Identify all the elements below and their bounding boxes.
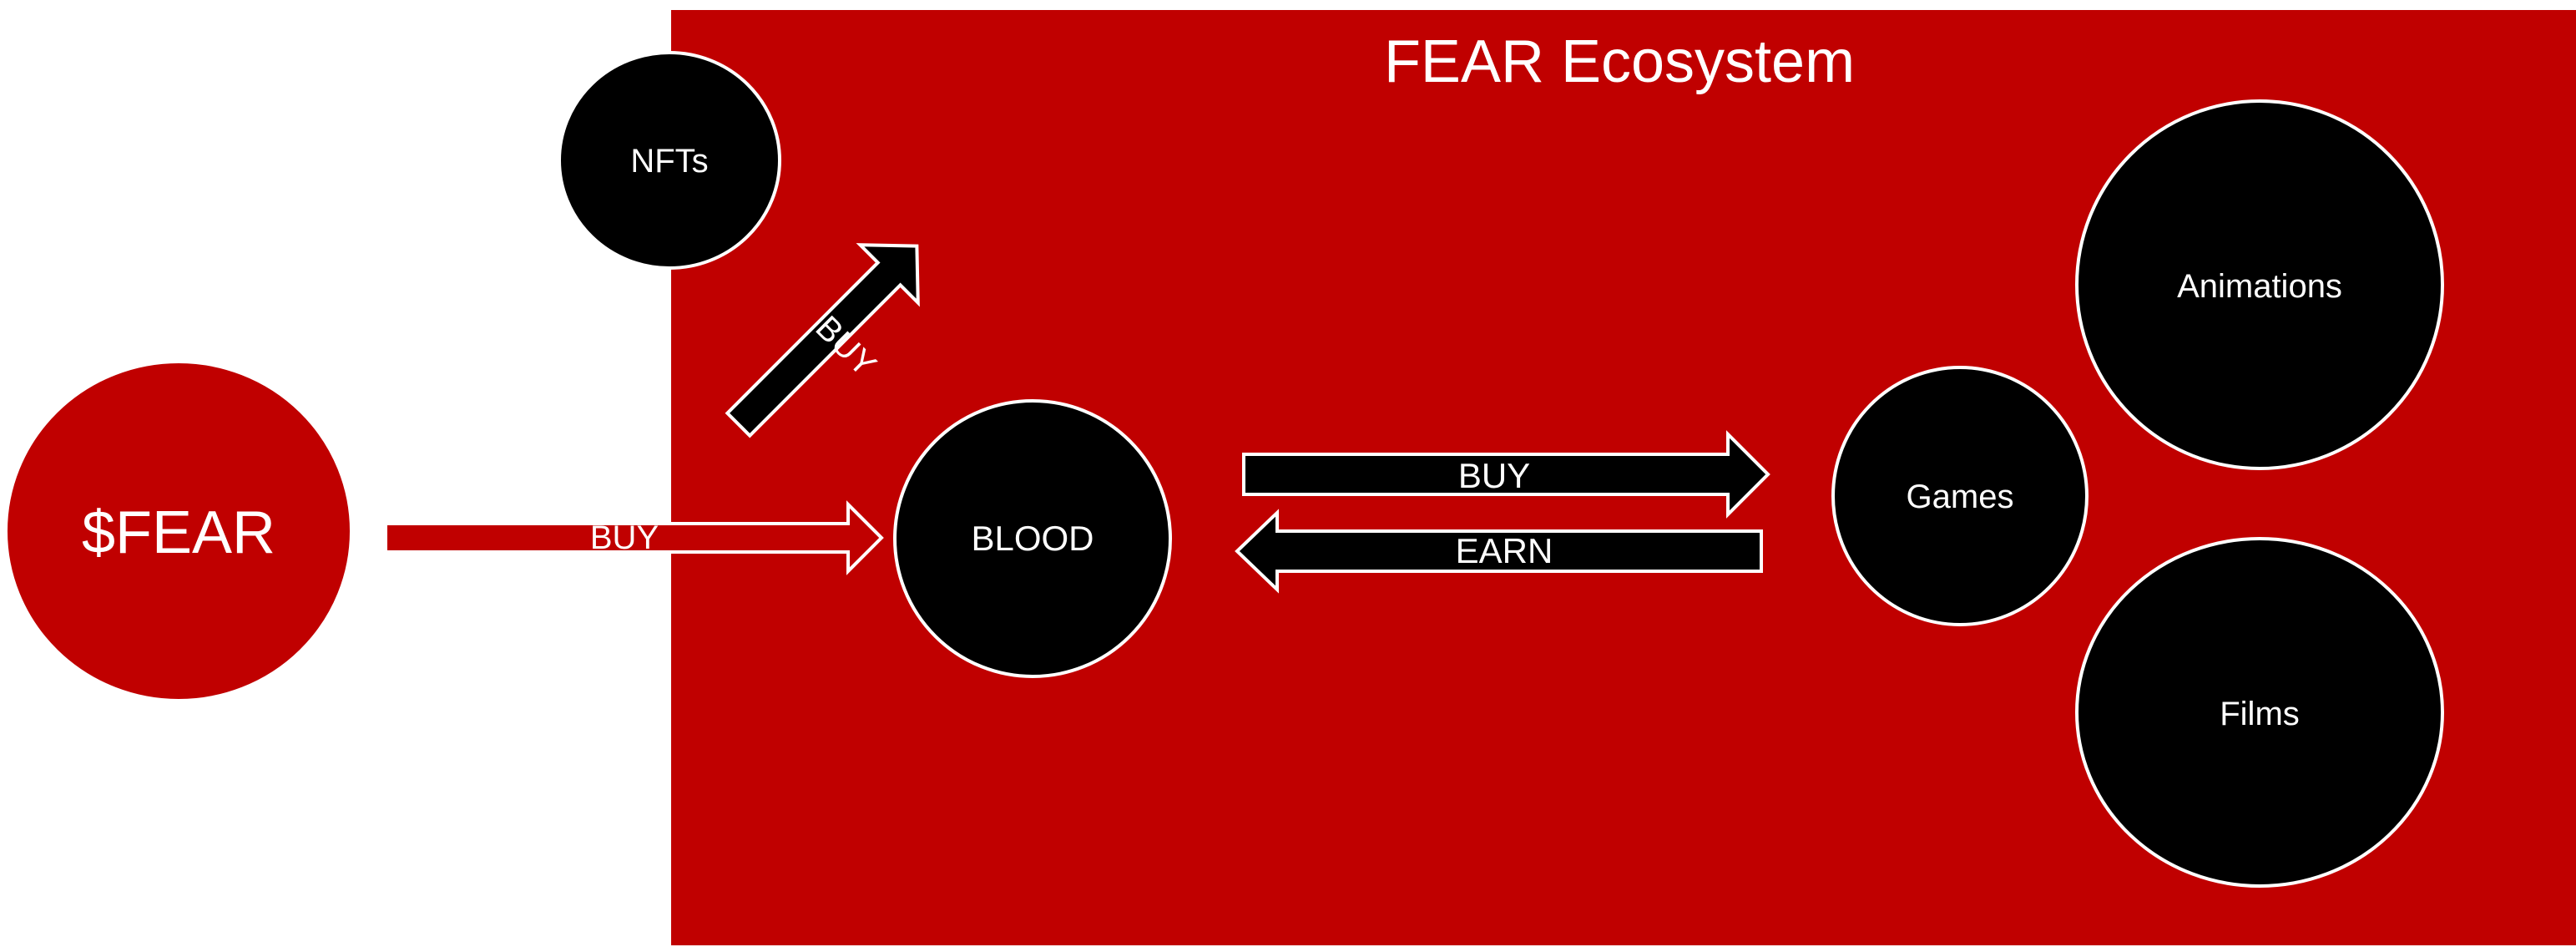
node-animations-label: Animations <box>2177 268 2342 305</box>
node-blood <box>893 399 1172 678</box>
arrow-games-to-blood <box>1235 509 1763 594</box>
node-animations <box>2075 99 2444 470</box>
arrow-blood-to-games <box>1242 430 1770 519</box>
node-blood-label: BLOOD <box>971 519 1094 558</box>
node-fear-label: $FEAR <box>82 499 275 566</box>
node-films-label: Films <box>2220 696 2300 732</box>
arrow-games-to-blood-label: EARN <box>1456 531 1553 570</box>
node-nfts-label: NFTs <box>630 143 708 180</box>
arrow-fear-to-blood-label: BUY <box>590 519 659 556</box>
arrow-blood-to-nfts <box>725 243 920 438</box>
node-games-label: Games <box>1907 479 2014 515</box>
arrow-fear-to-blood <box>384 500 884 575</box>
diagram-title: FEAR Ecosystem <box>1384 28 1855 95</box>
node-games <box>1831 366 2089 626</box>
arrow-blood-to-nfts-group <box>725 243 920 438</box>
node-fear <box>4 360 353 702</box>
node-films <box>2075 537 2444 888</box>
arrow-blood-to-games-label: BUY <box>1458 456 1530 495</box>
node-nfts <box>558 51 781 270</box>
